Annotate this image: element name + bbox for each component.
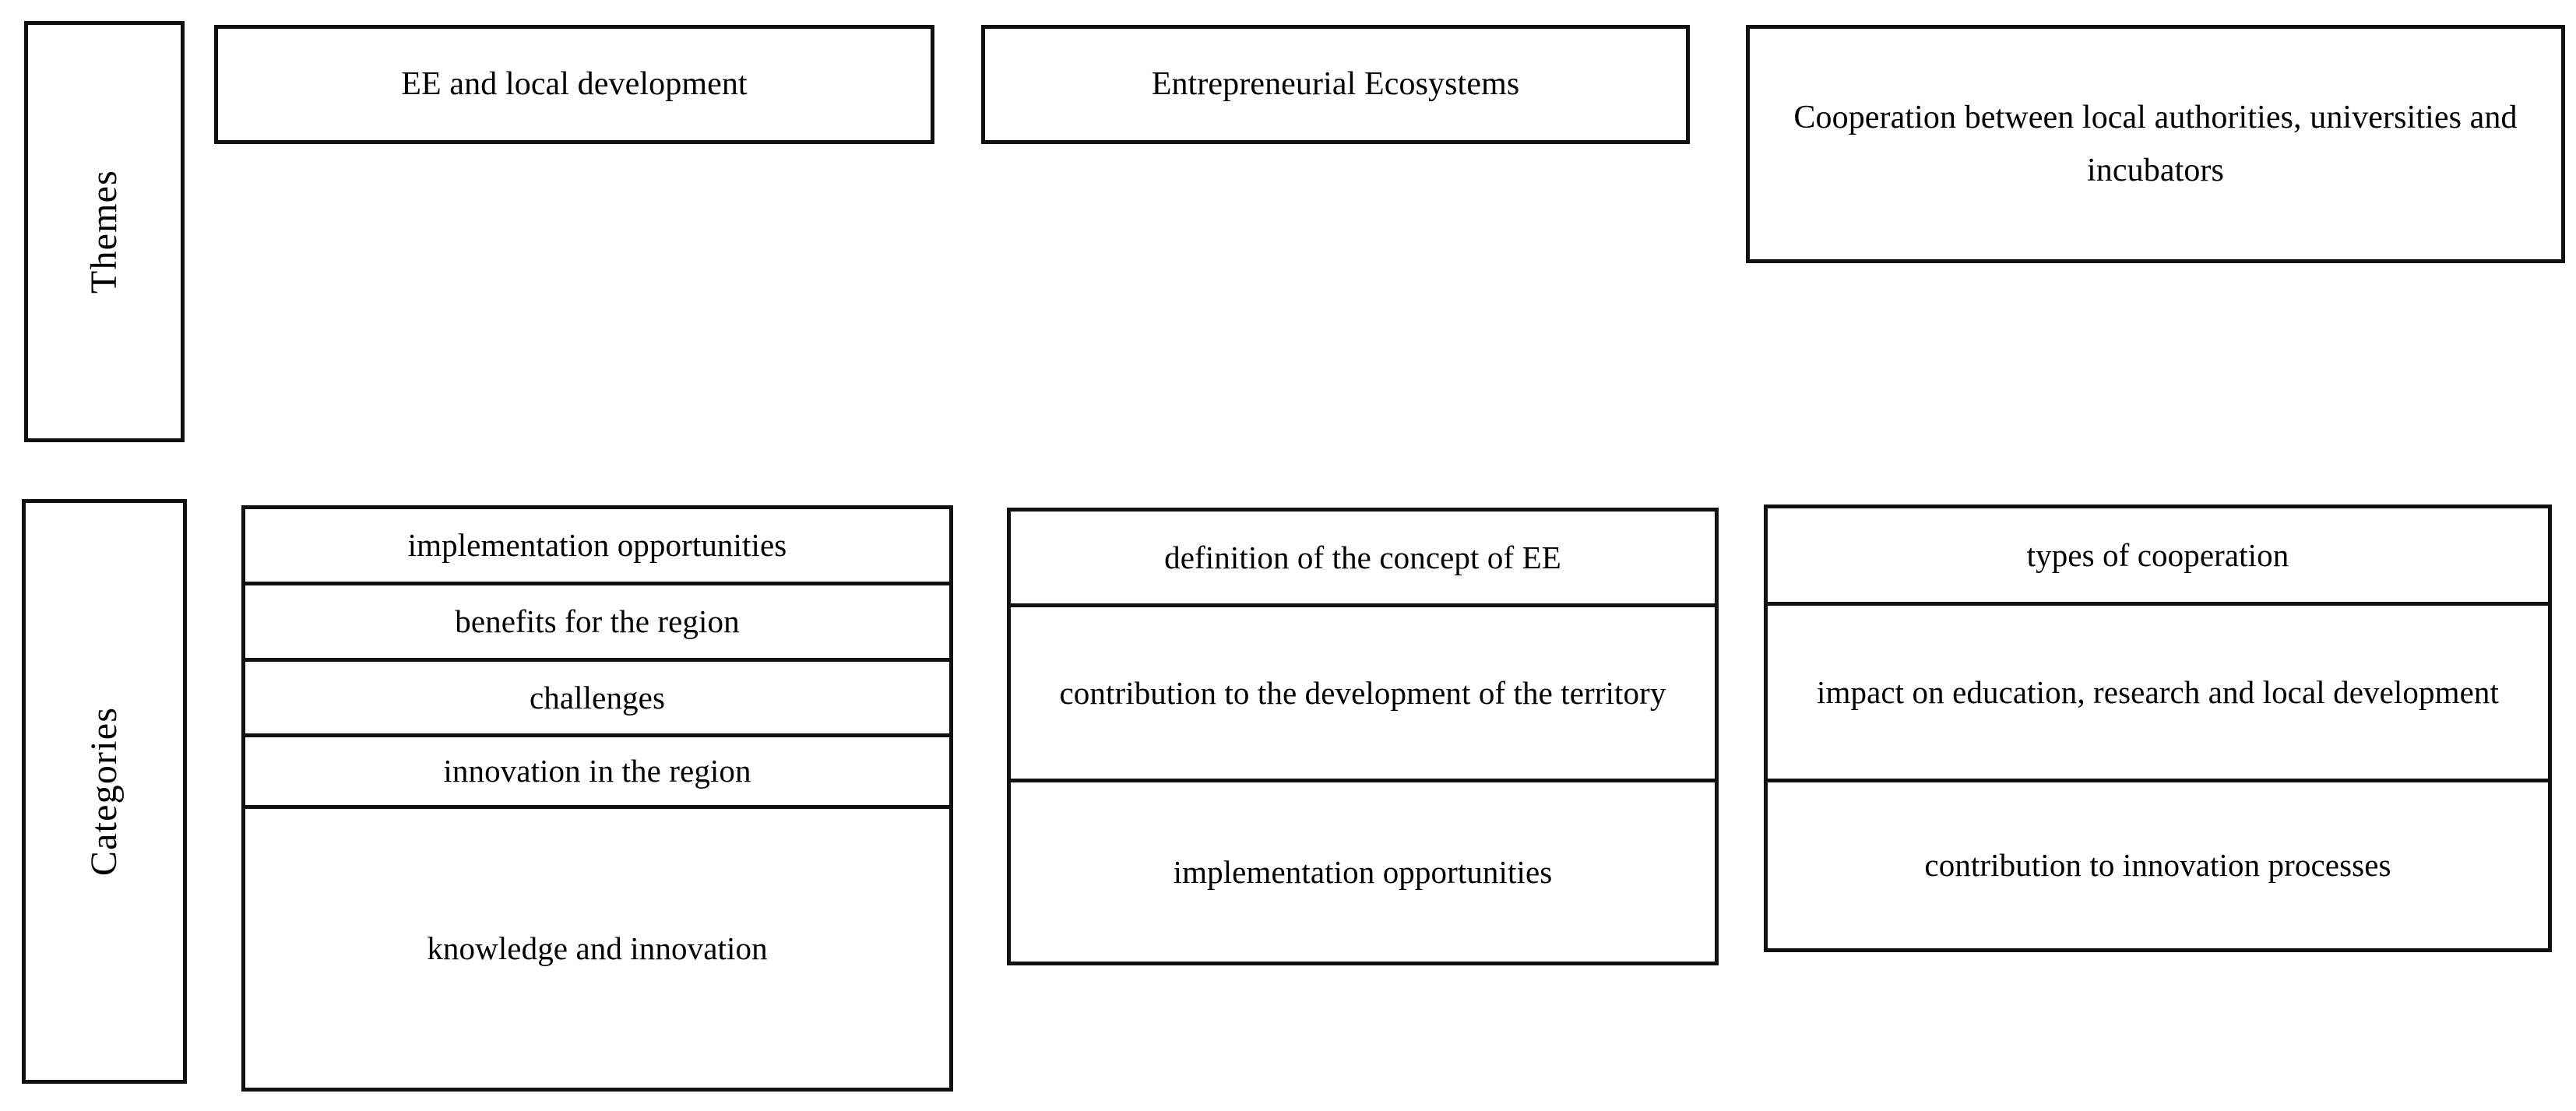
theme-label: Entrepreneurial Ecosystems <box>1151 66 1520 103</box>
category-cell: impact on education, research and local … <box>1764 602 2552 782</box>
category-label: benefits for the region <box>455 603 740 640</box>
category-cell: contribution to the development of the t… <box>1007 603 1719 782</box>
category-cell: benefits for the region <box>241 582 953 662</box>
category-label: impact on education, research and local … <box>1817 673 2499 710</box>
themes-row-label: Themes <box>24 21 185 442</box>
theme-label: EE and local development <box>401 66 748 103</box>
category-cell: knowledge and innovation <box>241 805 953 1092</box>
category-label: contribution to innovation processes <box>1924 847 2391 884</box>
category-label: challenges <box>529 679 666 715</box>
themes-row-label-text: Themes <box>83 169 125 294</box>
theme-box-ee-and-local-development: EE and local development <box>214 25 934 144</box>
category-cell: challenges <box>241 658 953 737</box>
category-cell: implementation opportunities <box>1007 779 1719 965</box>
theme-box-cooperation-local-authorities: Cooperation between local authorities, u… <box>1746 25 2565 263</box>
theme-label: Cooperation between local authorities, u… <box>1793 99 2518 188</box>
categories-row-label: Categories <box>22 499 187 1084</box>
category-label: contribution to the development of the t… <box>1059 674 1666 711</box>
category-column-2: definition of the concept of EE contribu… <box>1007 508 1719 965</box>
category-label: definition of the concept of EE <box>1164 539 1561 575</box>
category-cell: types of cooperation <box>1764 505 2552 606</box>
category-column-1: implementation opportunities benefits fo… <box>241 505 953 1092</box>
category-label: innovation in the region <box>443 753 751 789</box>
category-column-3: types of cooperation impact on education… <box>1764 505 2552 952</box>
category-cell: innovation in the region <box>241 733 953 809</box>
category-label: knowledge and innovation <box>427 930 768 966</box>
category-cell: contribution to innovation processes <box>1764 779 2552 952</box>
category-cell: implementation opportunities <box>241 505 953 585</box>
category-label: types of cooperation <box>2026 536 2289 573</box>
categories-row-label-text: Categories <box>83 706 125 877</box>
category-label: implementation opportunities <box>1173 853 1553 890</box>
category-label: implementation opportunities <box>407 527 787 564</box>
theme-box-entrepreneurial-ecosystems: Entrepreneurial Ecosystems <box>981 25 1690 144</box>
category-cell: definition of the concept of EE <box>1007 508 1719 607</box>
